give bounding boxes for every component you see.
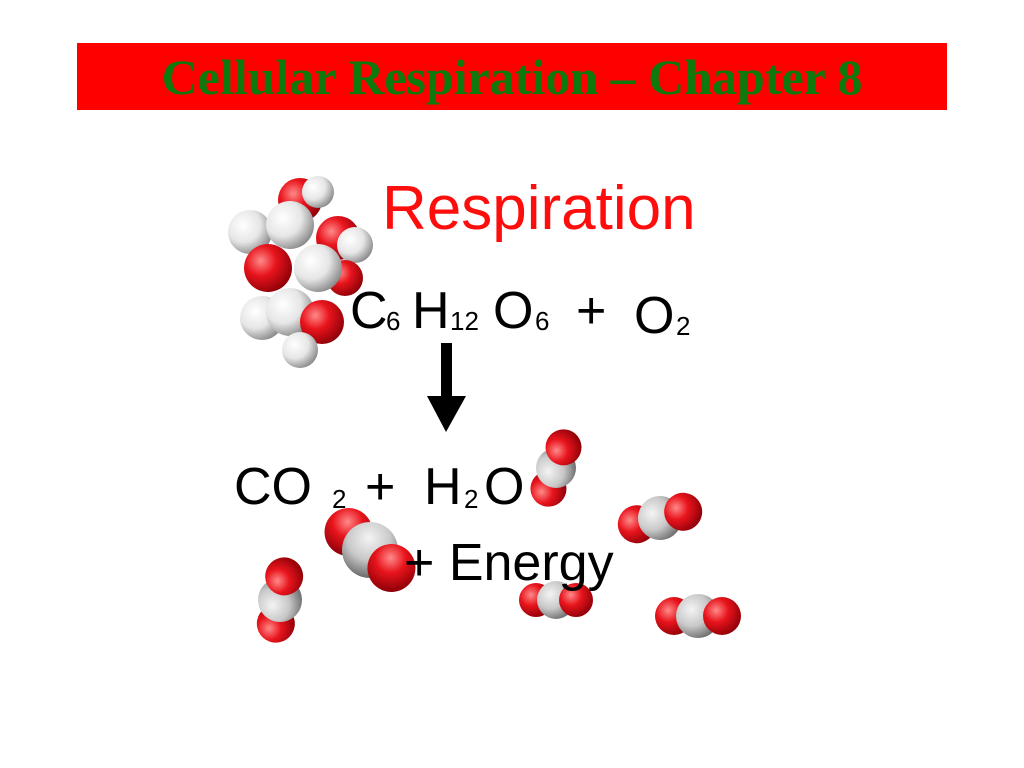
reaction-arrow xyxy=(427,343,466,432)
glucose-o-subscript: 6 xyxy=(535,306,550,336)
oxygen-o-subscript: 2 xyxy=(676,311,691,341)
co2-molecule xyxy=(617,492,703,544)
h2o-h: H xyxy=(424,458,462,516)
products-plus: + xyxy=(365,458,396,516)
h2o-o: O xyxy=(484,458,525,516)
energy-label: + Energy xyxy=(404,534,614,592)
co2-molecule xyxy=(530,429,582,507)
glucose-h-subscript: 12 xyxy=(450,306,479,336)
title-bar: Cellular Respiration – Chapter 8 xyxy=(77,43,947,110)
co2-subscript: 2 xyxy=(332,484,347,514)
co2-molecule xyxy=(256,557,304,643)
h2o-subscript: 2 xyxy=(464,484,479,514)
glucose-o: O xyxy=(493,282,534,340)
glucose-molecule xyxy=(228,176,373,368)
co2-molecule xyxy=(519,581,593,619)
glucose-c: C xyxy=(350,282,388,340)
glucose-h: H xyxy=(412,282,450,340)
co2-molecule xyxy=(324,508,416,592)
oxygen-o: O xyxy=(634,287,675,345)
glucose-c-subscript: 6 xyxy=(386,306,401,336)
reactants-plus: + xyxy=(576,282,607,340)
respiration-heading: Respiration xyxy=(382,174,696,243)
slide-title: Cellular Respiration – Chapter 8 xyxy=(161,48,863,105)
co2-co: CO xyxy=(234,458,312,516)
co2-molecule xyxy=(655,594,741,638)
